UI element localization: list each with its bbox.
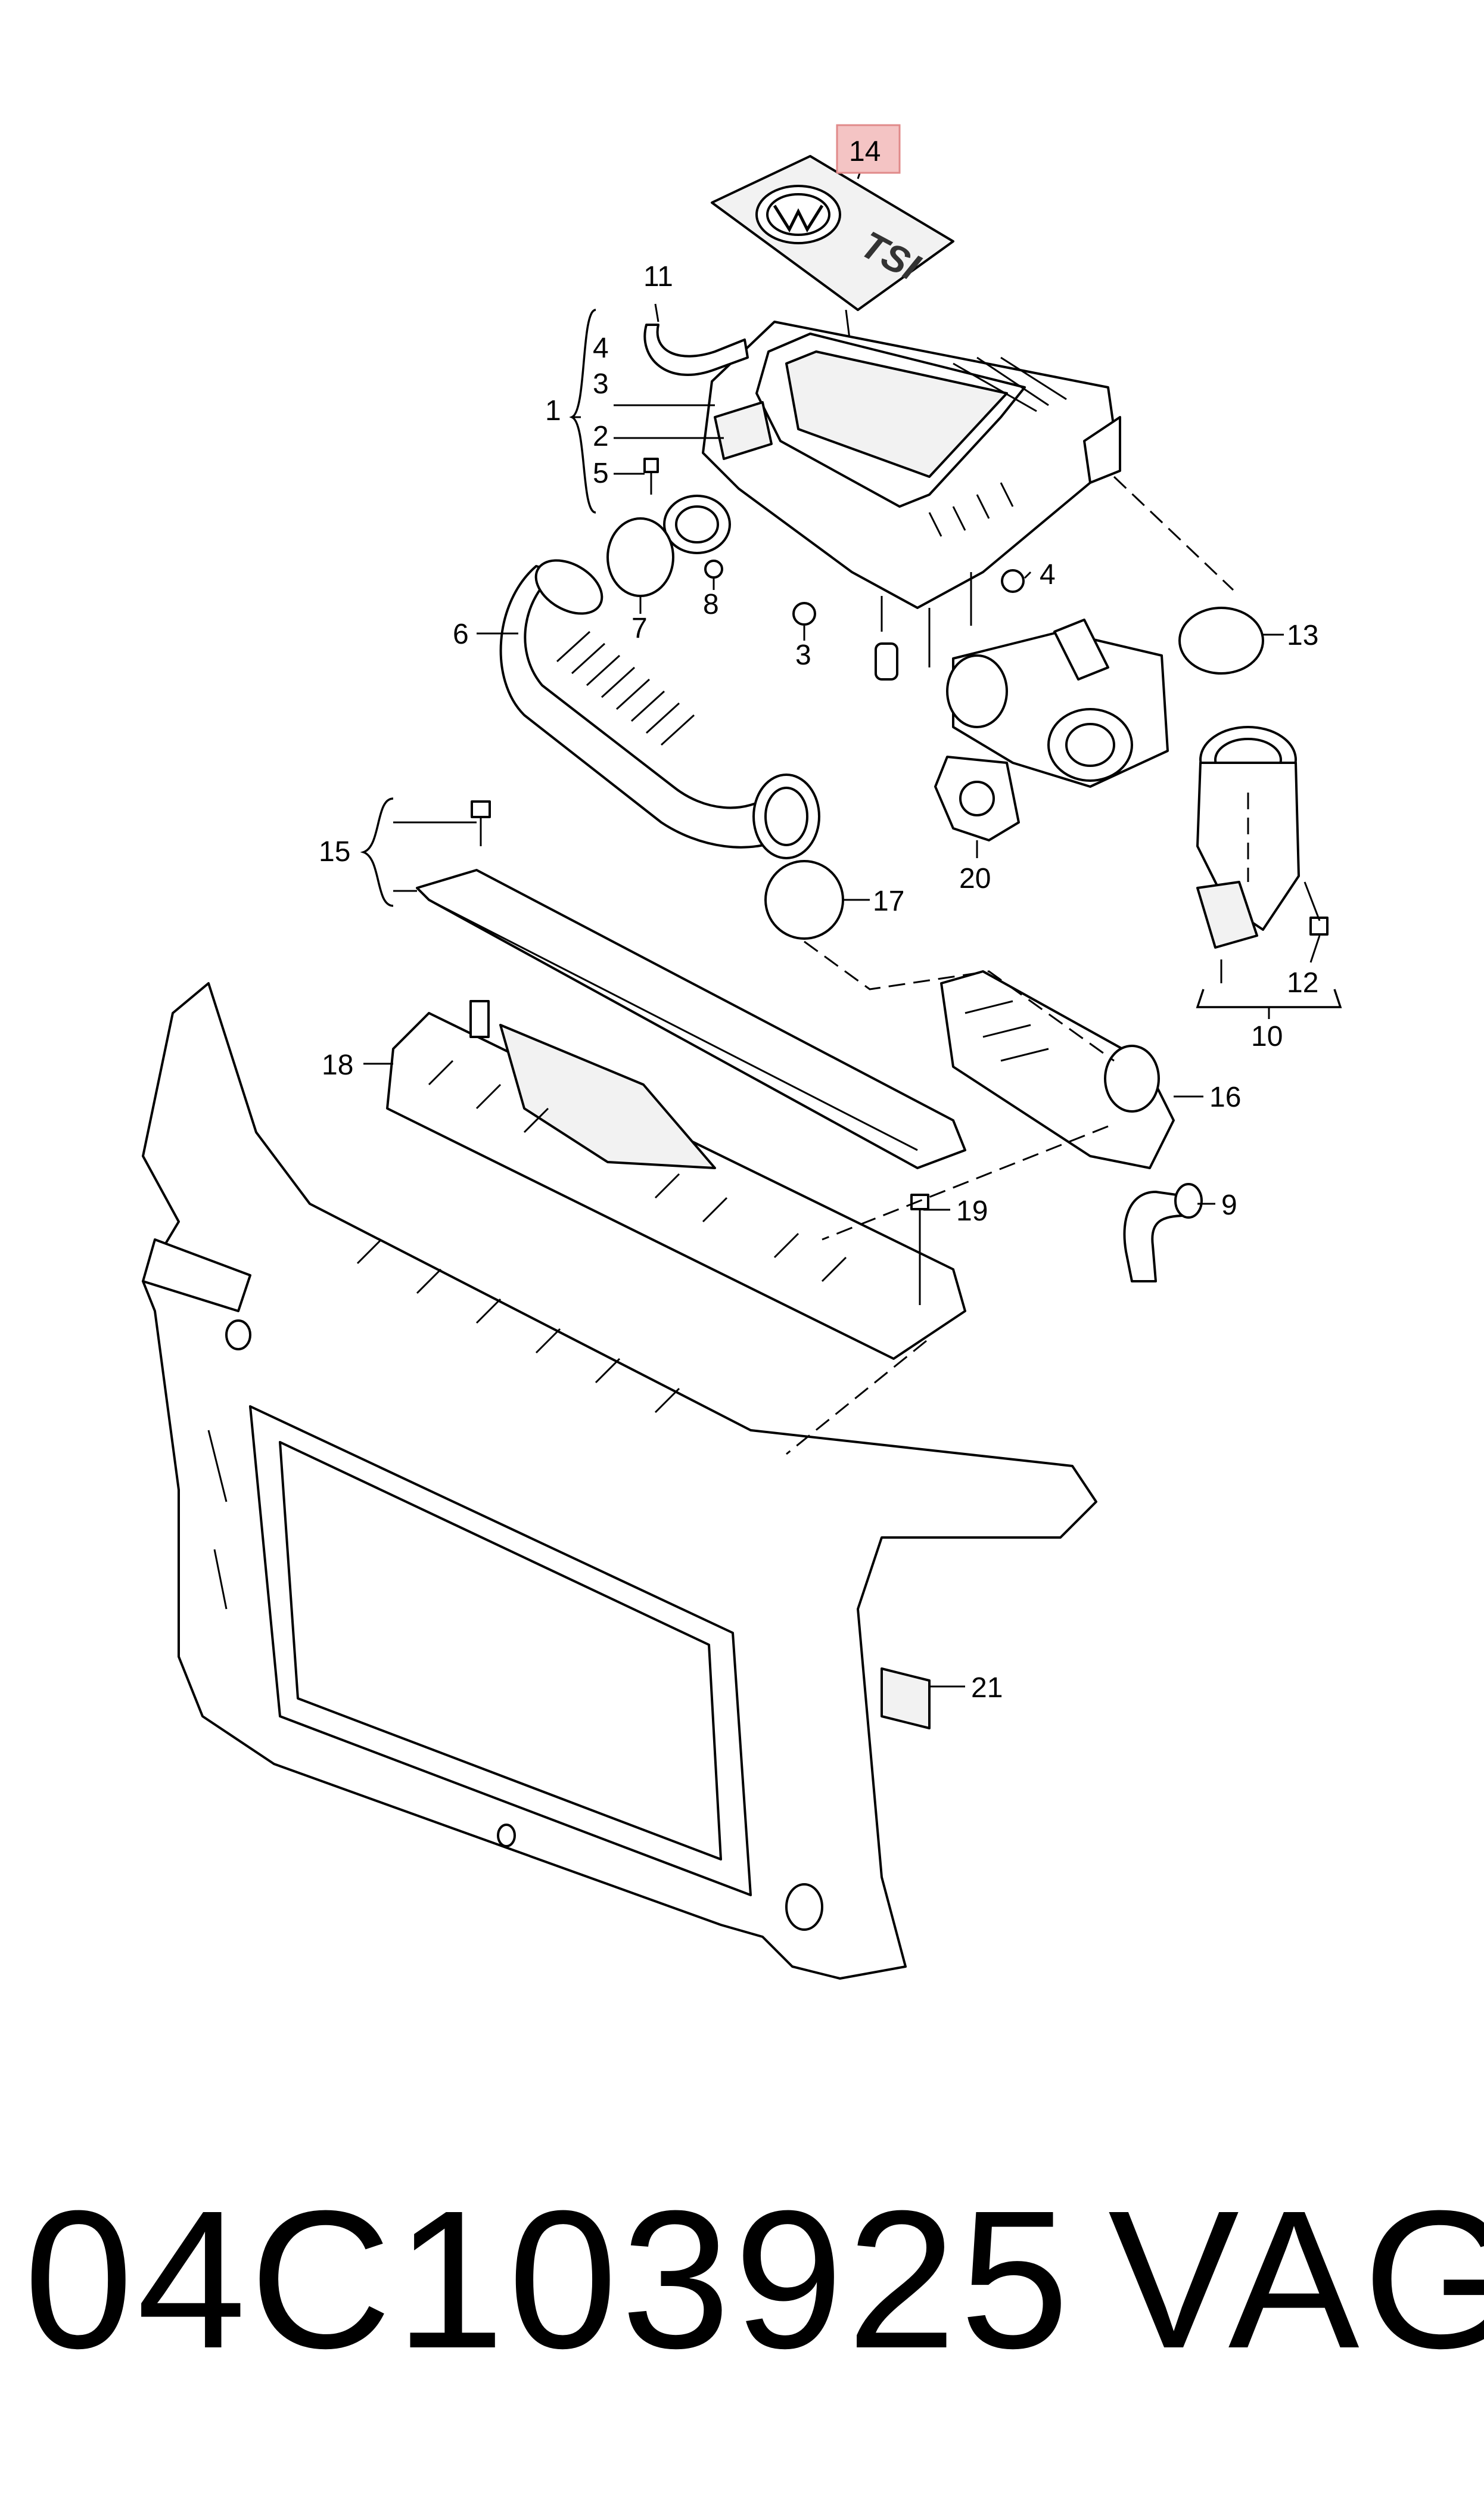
- nut-8: [704, 560, 723, 579]
- brand-name: VAG: [1108, 2169, 1484, 2389]
- throttle-body: [946, 619, 1169, 788]
- air-filter-housing: [702, 321, 1121, 681]
- callout-17: 17: [873, 886, 904, 917]
- callout-2: 2: [593, 421, 609, 452]
- bolt-5: [643, 458, 659, 495]
- air-guide-duct: [386, 1000, 966, 1360]
- turbo-inlet-pipe: [1196, 726, 1329, 949]
- callout-4b: 4: [1040, 559, 1056, 591]
- callout-21: 21: [971, 1672, 1003, 1704]
- callout-7: 7: [631, 613, 648, 644]
- callout-9: 9: [1221, 1189, 1237, 1221]
- callout-19: 19: [956, 1195, 988, 1227]
- hose-clamp-17: [764, 860, 844, 940]
- callout-labels: 14 11 4 3 1 2 5 4 6 7 8 3 13 15 17 20 12…: [319, 136, 1318, 1704]
- callout-18: 18: [322, 1049, 353, 1081]
- callout-10: 10: [1251, 1021, 1283, 1052]
- callout-14: 14: [849, 136, 881, 167]
- nut-4: [1001, 569, 1025, 593]
- bolt-19: [910, 1194, 929, 1305]
- hose-clamp-13: [1178, 607, 1264, 675]
- front-lock-carrier: [142, 982, 1097, 1980]
- group-braces: [360, 309, 1342, 1019]
- grommet-3: [792, 602, 816, 626]
- callout-3b: 3: [795, 639, 811, 671]
- engine-cover-badge: TSI: [711, 155, 954, 311]
- breather-hose: [643, 324, 749, 376]
- leader-lines: [363, 303, 1321, 1688]
- dashed-connectors: [786, 476, 1249, 1455]
- radiator-top-cover: [416, 869, 966, 1169]
- callout-12: 12: [1287, 967, 1318, 999]
- part-number: 04C103925: [24, 2169, 1073, 2389]
- callout-8: 8: [703, 589, 719, 620]
- callout-6: 6: [453, 619, 469, 650]
- callout-13: 13: [1287, 620, 1318, 651]
- callout-20: 20: [959, 863, 991, 894]
- callout-3a: 3: [593, 368, 609, 400]
- callout-15: 15: [319, 836, 350, 868]
- callout-16: 16: [1209, 1082, 1241, 1113]
- intake-hose: [499, 559, 820, 859]
- callout-5: 5: [593, 458, 609, 489]
- callout-4a: 4: [593, 333, 609, 364]
- callout-11: 11: [643, 261, 673, 293]
- air-duct-16: [940, 970, 1175, 1169]
- hose-clamp-7: [606, 517, 674, 597]
- sensor-block: [714, 401, 773, 460]
- exploded-parts-diagram: TSI: [142, 124, 1342, 1980]
- callout-1: 1: [545, 395, 561, 427]
- bolt-15: [471, 800, 491, 846]
- callout-14-highlight: [836, 124, 901, 174]
